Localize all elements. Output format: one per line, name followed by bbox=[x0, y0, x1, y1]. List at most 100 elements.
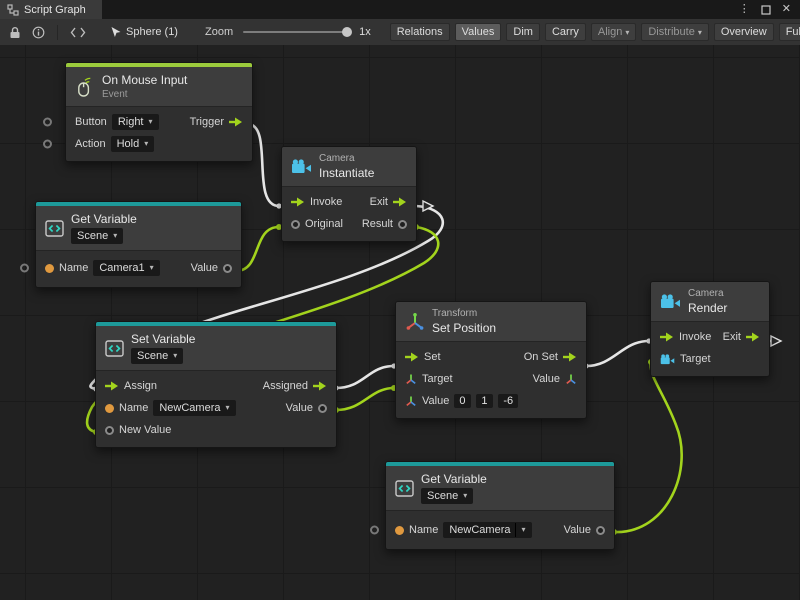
node-camera-render[interactable]: Camera Render Invoke Exit Target bbox=[650, 281, 770, 377]
node-category: Transform bbox=[432, 308, 478, 319]
flow-output-port[interactable] bbox=[393, 197, 407, 207]
port-action-input[interactable] bbox=[43, 139, 52, 149]
lock-icon[interactable] bbox=[6, 26, 24, 39]
chevron-down-icon: ▾ bbox=[113, 231, 118, 240]
y-field[interactable]: 1 bbox=[476, 394, 494, 408]
graph-icon bbox=[7, 3, 19, 16]
overview-button[interactable]: Overview bbox=[713, 23, 774, 41]
button-label: Button bbox=[75, 116, 107, 128]
distribute-button[interactable]: Distribute▾ bbox=[641, 23, 709, 41]
target-label: Target bbox=[422, 373, 453, 385]
variable-kind-dropdown[interactable]: Scene▾ bbox=[71, 228, 124, 244]
node-title: Set Variable bbox=[131, 332, 196, 346]
info-icon[interactable] bbox=[29, 26, 48, 39]
node-on-mouse-input[interactable]: On Mouse Input Event Button Right▾ Trigg… bbox=[43, 62, 253, 162]
port-name-input[interactable] bbox=[370, 525, 379, 535]
name-label: Name bbox=[409, 524, 439, 536]
on-set-label: On Set bbox=[523, 351, 558, 363]
action-label: Action bbox=[75, 138, 106, 150]
chevron-down-icon: ▾ bbox=[625, 27, 630, 37]
flow-input-port[interactable] bbox=[291, 197, 305, 207]
vector3-port-icon[interactable] bbox=[405, 373, 417, 385]
node-title: Get Variable bbox=[421, 472, 487, 486]
name-label: Name bbox=[119, 402, 149, 414]
camera-icon bbox=[661, 294, 680, 308]
flow-output-port[interactable] bbox=[746, 332, 760, 342]
button-dropdown[interactable]: Right▾ bbox=[111, 114, 159, 130]
action-dropdown[interactable]: Hold▾ bbox=[110, 136, 155, 152]
zoom-value: 1x bbox=[359, 26, 371, 38]
node-title: Get Variable bbox=[71, 212, 137, 226]
graph-canvas[interactable]: On Mouse Input Event Button Right▾ Trigg… bbox=[0, 45, 800, 600]
dim-button[interactable]: Dim bbox=[506, 23, 540, 41]
zoom-slider[interactable] bbox=[243, 27, 353, 37]
string-port-icon[interactable] bbox=[395, 525, 404, 535]
align-button[interactable]: Align▾ bbox=[590, 23, 637, 41]
node-set-variable[interactable]: Set Variable Scene▾ Assign Assigned Name… bbox=[95, 321, 337, 448]
camera-port-icon[interactable] bbox=[660, 353, 675, 365]
value-output-port[interactable] bbox=[318, 403, 327, 413]
tab-script-graph[interactable]: Script Graph bbox=[0, 0, 102, 19]
close-icon[interactable]: ✕ bbox=[781, 3, 791, 15]
value-output-port[interactable] bbox=[596, 525, 605, 535]
port-button-input[interactable] bbox=[43, 117, 52, 127]
node-category: Camera bbox=[319, 153, 355, 164]
x-field[interactable]: 0 bbox=[454, 394, 472, 408]
variable-icon bbox=[395, 479, 414, 497]
wire-value-to-target[interactable] bbox=[334, 386, 396, 412]
new-value-label: New Value bbox=[119, 424, 172, 436]
mouse-input-icon bbox=[78, 77, 91, 97]
value-output-port[interactable] bbox=[223, 263, 232, 273]
vector3-port-icon[interactable] bbox=[405, 395, 417, 407]
new-value-input-port[interactable] bbox=[105, 425, 114, 435]
event-color-strip bbox=[66, 63, 252, 67]
value-label: Value bbox=[190, 262, 218, 274]
flow-input-port[interactable] bbox=[660, 332, 674, 342]
flow-input-port[interactable] bbox=[405, 352, 419, 362]
relations-button[interactable]: Relations bbox=[389, 23, 450, 41]
invoke-label: Invoke bbox=[310, 196, 343, 208]
wire-onset-to-invoke[interactable] bbox=[584, 339, 651, 368]
original-input-port[interactable] bbox=[291, 219, 300, 229]
carry-button[interactable]: Carry bbox=[544, 23, 586, 41]
graph-target-chip[interactable]: Sphere (1) bbox=[110, 26, 178, 39]
wire-getvariable1-to-original[interactable] bbox=[234, 225, 281, 273]
wire-trigger-to-invoke[interactable] bbox=[246, 122, 281, 208]
vector3-port-icon[interactable] bbox=[565, 373, 577, 385]
string-port-icon[interactable] bbox=[105, 403, 114, 413]
node-title: On Mouse Input bbox=[102, 73, 188, 87]
result-output-port[interactable] bbox=[398, 219, 407, 229]
variable-name-dropdown[interactable]: NewCamera▾ bbox=[153, 400, 236, 416]
carry-triangle-render-exit[interactable] bbox=[770, 334, 783, 348]
wire-getvariable2-to-target[interactable] bbox=[612, 360, 683, 534]
value-out-label: Value bbox=[532, 373, 560, 385]
fullscreen-button[interactable]: Full Screen bbox=[778, 23, 800, 41]
z-field[interactable]: -6 bbox=[498, 394, 519, 408]
carry-triangle-instantiate-exit[interactable] bbox=[422, 199, 435, 213]
wire-exit-to-assign[interactable] bbox=[89, 204, 445, 391]
invoke-label: Invoke bbox=[679, 331, 712, 343]
maximize-icon[interactable] bbox=[761, 4, 771, 15]
zoom-slider-knob[interactable] bbox=[342, 27, 353, 37]
flow-input-port[interactable] bbox=[105, 381, 119, 391]
wire-assigned-to-set[interactable] bbox=[334, 364, 396, 390]
port-name-input[interactable] bbox=[20, 263, 29, 273]
variable-name-dropdown[interactable]: Camera1▾ bbox=[93, 260, 160, 276]
node-get-variable-newcamera[interactable]: Get Variable Scene▾ Name NewCamera▾ Valu… bbox=[370, 461, 615, 550]
flow-output-port[interactable] bbox=[313, 381, 327, 391]
variable-name-dropdown[interactable]: NewCamera▾ bbox=[443, 522, 532, 538]
node-get-variable-camera1[interactable]: Get Variable Scene▾ Name Camera1▾ Value bbox=[20, 201, 242, 288]
node-category: Camera bbox=[688, 288, 724, 299]
values-button[interactable]: Values bbox=[454, 23, 502, 41]
variable-kind-dropdown[interactable]: Scene▾ bbox=[421, 488, 474, 504]
variable-kind-dropdown[interactable]: Scene▾ bbox=[131, 348, 184, 364]
chevron-down-icon: ▾ bbox=[697, 27, 702, 37]
node-transform-set-position[interactable]: Transform Set Position Set On Set Target… bbox=[395, 301, 587, 419]
flow-output-port[interactable] bbox=[229, 117, 243, 127]
menu-icon[interactable]: ⋮ bbox=[738, 3, 750, 15]
code-icon[interactable] bbox=[67, 27, 89, 38]
node-title: Set Position bbox=[432, 321, 497, 335]
string-port-icon[interactable] bbox=[45, 263, 54, 273]
flow-output-port[interactable] bbox=[563, 352, 577, 362]
node-camera-instantiate[interactable]: Camera Instantiate Invoke Exit Original … bbox=[281, 146, 417, 242]
